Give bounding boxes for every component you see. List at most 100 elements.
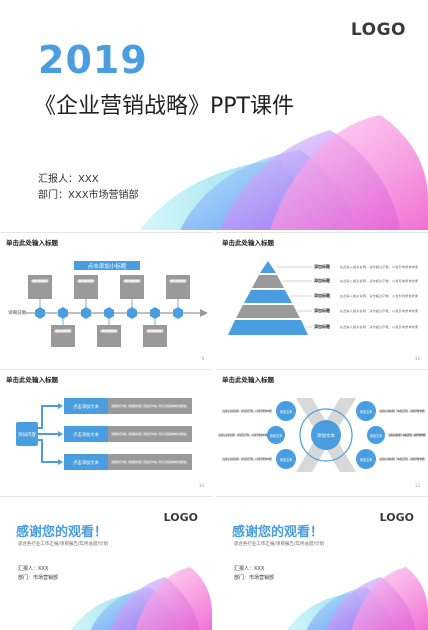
side-text: 在此输入相关说明，请勿超过字数，以免影响整体效果 — [379, 408, 425, 413]
row-label: 添加标题 — [314, 323, 331, 329]
node-circle — [276, 449, 296, 469]
thanks-logo: LOGO — [163, 511, 198, 524]
hub-label: 添加内容 — [18, 431, 36, 438]
thanks-petals-graphic — [286, 567, 428, 630]
pyramid-graphic: 添加标题 添加标题 添加标题 添加标题 添加标题 在此输入相关说明，请勿超过字数… — [228, 261, 418, 335]
row-label: 添加标题 — [314, 292, 331, 298]
lower-box — [51, 325, 75, 347]
left-label: 详细说明 — [8, 309, 26, 316]
upper-box — [74, 275, 98, 299]
lower-box — [143, 325, 167, 347]
thanks-title: 感谢您的观看！ — [232, 525, 324, 540]
row-label: 添加标题 — [314, 307, 331, 313]
node-label: 添加文本 — [370, 433, 384, 438]
item-label-box — [64, 398, 108, 414]
upper-box — [120, 275, 144, 299]
cover-year: 2019 — [38, 38, 148, 82]
upper-box — [28, 275, 52, 299]
pyramid-layer-2 — [252, 275, 284, 288]
cover-petals-graphic — [140, 115, 428, 230]
node-circle — [367, 426, 385, 444]
side-text: 在此输入相关说明，请勿超过字数，以免影响整体效果 — [222, 456, 272, 461]
item-label-box — [64, 426, 108, 442]
slide-hub-list[interactable]: 单击此处输入标题 添加内容 点击添加文本 点击添加文本 点击添加文本 请替换文字… — [0, 369, 212, 494]
timeline-node — [104, 307, 114, 319]
timeline-arrow — [200, 309, 208, 317]
page-number: 10 — [198, 483, 204, 488]
page-number: 9 — [201, 356, 204, 361]
pyramid-layer-1 — [260, 261, 276, 273]
center-outer-ring — [299, 408, 353, 462]
timeline-node — [150, 307, 160, 319]
side-text: 在此输入相关说明，请勿超过字数，以免影响整体效果 — [379, 456, 425, 461]
slide-thanks-left[interactable]: LOGO 感谢您的观看！ 适合各行业工作汇报/项目报告/年终总结/计划 汇报人：… — [0, 496, 212, 630]
timeline-node — [58, 307, 68, 319]
node-circle — [276, 401, 296, 421]
thanks-reporter: 汇报人：XXX — [234, 566, 265, 572]
item-text-box — [108, 454, 192, 470]
item-text: 请替换文字内容，添加相关标题，修改文字内容，也可以直接复制你的内容到此。 — [111, 432, 189, 436]
side-text: 在此输入相关说明，请勿超过字数，以免影响整体效果 — [218, 432, 268, 437]
page-number: 12 — [414, 483, 420, 488]
timeline-node — [127, 307, 137, 319]
node-circle — [356, 401, 376, 421]
box-text: 在这里添加文字在这里添加文字在这里添加文字 — [31, 278, 49, 283]
thanks-title: 感谢您的观看！ — [16, 525, 108, 540]
row-text: 在此输入相关说明，请勿超过字数，以免影响整体效果 — [340, 324, 418, 329]
row-text: 在此输入相关说明，请勿超过字数，以免影响整体效果 — [340, 308, 418, 313]
box-text: 在这里添加文字在这里添加文字在这里添加文字 — [169, 278, 187, 283]
thanks-petals-graphic — [70, 567, 212, 630]
slide-title: 单击此处输入标题 — [222, 239, 274, 247]
row-text: 在此输入相关说明，请勿超过字数，以免影响整体效果 — [340, 293, 418, 298]
cover-logo: LOGO — [350, 20, 406, 40]
box-text: 在这里添加文字在这里添加文字在这里添加文字 — [77, 278, 95, 283]
slide-pyramid[interactable]: 单击此处输入标题 添加标题 添加标题 添加标题 添加标题 添加标题 在此输入相关… — [216, 232, 428, 367]
thanks-logo: LOGO — [379, 511, 414, 524]
slide-timeline[interactable]: 单击此处输入标题 点击添加小标题 详细说明 在这里添加文字在这里添加文字在这里添… — [0, 232, 212, 367]
row-text: 在此输入相关说明，请勿超过字数，以免影响整体效果 — [340, 278, 418, 283]
side-text: 在此输入相关说明，请勿超过字数，以免影响整体效果 — [222, 408, 272, 413]
thanks-department: 部门：市场营销部 — [234, 575, 275, 581]
top-label: 点击添加小标题 — [88, 262, 127, 270]
node-circle — [267, 426, 285, 444]
slide-title: 单击此处输入标题 — [6, 376, 58, 384]
row-label: 添加标题 — [314, 277, 331, 283]
item-label-box — [64, 454, 108, 470]
item-label: 点击添加文本 — [73, 403, 99, 410]
top-label-box — [74, 261, 140, 270]
slide-title: 单击此处输入标题 — [6, 239, 58, 247]
box-text: 在这里添加文字在这里添加文字在这里添加文字 — [100, 328, 118, 333]
cover-title: 《企业营销战略》PPT课件 — [34, 94, 294, 119]
item-text-box — [108, 398, 192, 414]
slide-title: 单击此处输入标题 — [222, 376, 274, 384]
lower-box — [97, 325, 121, 347]
item-text: 请替换文字内容，添加相关标题，修改文字内容，也可以直接复制你的内容到此。 — [111, 404, 189, 408]
cover-reporter: 汇报人：XXX — [38, 174, 99, 185]
item-text-box — [108, 426, 192, 442]
circle-diagram-graphic: 添加文本 添加文本 添加文本 添加文本 添加文本 添加文本 添加文本 在此输入相… — [218, 398, 426, 472]
slide-circle-diagram[interactable]: 单击此处输入标题 添加文本 添加文本 添加文本 添加文本 添加文本 添加文本 添… — [216, 369, 428, 494]
item-label: 点击添加文本 — [73, 431, 99, 438]
node-label: 添加文本 — [280, 457, 294, 462]
item-label: 点击添加文本 — [73, 459, 99, 466]
node-label: 添加文本 — [270, 433, 284, 438]
pyramid-layer-3 — [244, 290, 292, 303]
timeline-node — [35, 307, 45, 319]
side-text: 在此输入相关说明，请勿超过字数，以免影响整体效果 — [388, 432, 426, 437]
slide-thumbnails-grid: 单击此处输入标题 点击添加小标题 详细说明 在这里添加文字在这里添加文字在这里添… — [0, 232, 428, 630]
node-label: 添加文本 — [280, 409, 294, 414]
node-circle — [356, 449, 376, 469]
pyramid-layer-5 — [228, 320, 308, 335]
box-text: 在这里添加文字在这里添加文字在这里添加文字 — [54, 328, 72, 333]
branch-top — [38, 405, 58, 429]
petal-pink — [270, 115, 428, 230]
slide-thanks-right[interactable]: LOGO 感谢您的观看！ 适合各行业工作汇报/项目报告/年终总结/计划 汇报人：… — [216, 496, 428, 630]
timeline-graphic: 点击添加小标题 详细说明 在这里添加文字在这里添加文字在这里添加文字 在这里添加… — [8, 261, 208, 347]
node-label: 添加文本 — [360, 409, 374, 414]
timeline-node — [173, 307, 183, 319]
item-text: 请替换文字内容，添加相关标题，修改文字内容，也可以直接复制你的内容到此。 — [111, 460, 189, 464]
center-circle — [311, 420, 341, 450]
box-text: 在这里添加文字在这里添加文字在这里添加文字 — [146, 328, 164, 333]
node-label: 添加文本 — [360, 457, 374, 462]
cover-department: 部门：XXX市场营销部 — [38, 190, 139, 201]
